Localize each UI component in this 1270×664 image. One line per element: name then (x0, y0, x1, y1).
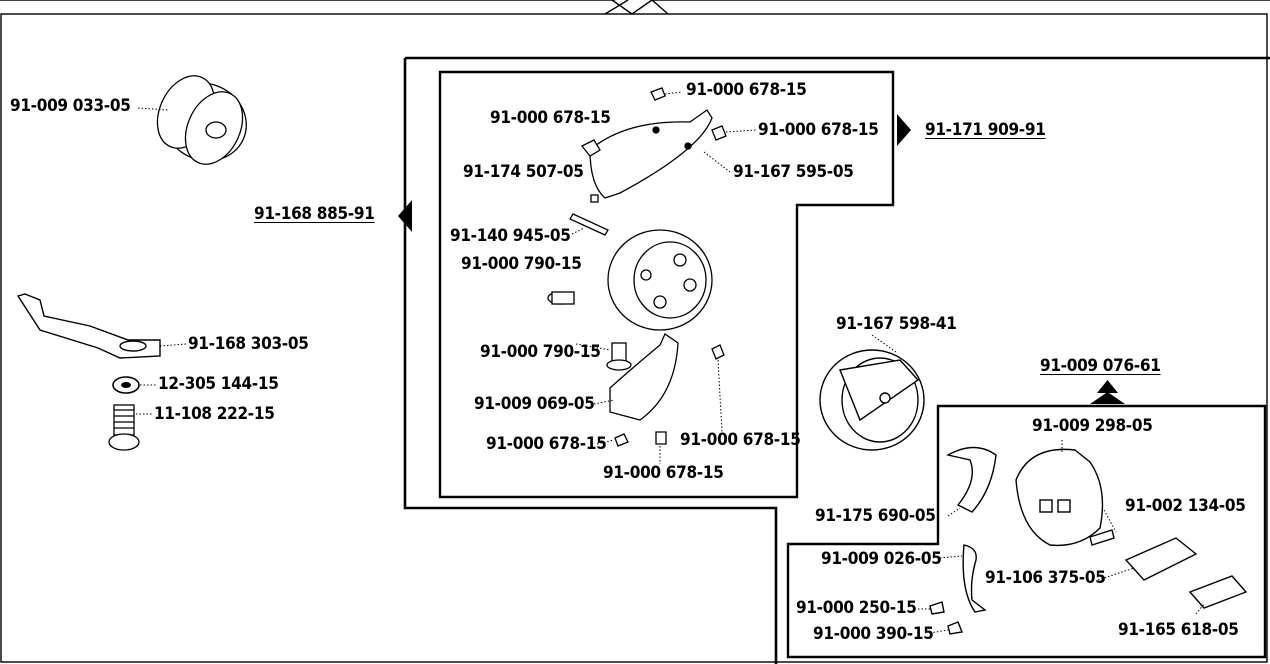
screw-part-4 (614, 433, 629, 447)
spring-label: 91-140 945-05 (450, 226, 571, 246)
screw-part-2 (711, 125, 727, 141)
plate-part (16, 293, 161, 359)
left-arrow-icon (398, 200, 412, 232)
bobbin-case-label: 91-009 298-05 (1032, 416, 1153, 436)
bobbin-case-part (1015, 448, 1104, 547)
left-screw-part (108, 404, 140, 451)
pin-part (590, 194, 599, 203)
screw-left-label: 11-108 222-15 (154, 404, 275, 424)
screw-790-b-label: 91-000 790-15 (480, 342, 601, 362)
screw-250-label: 91-000 250-15 (796, 598, 917, 618)
screw-top-label: 91-000 678-15 (686, 80, 807, 100)
ref-left-label[interactable]: 91-168 885-91 (254, 204, 375, 224)
leader-lines (136, 91, 1205, 634)
screw-390-label: 91-000 390-15 (813, 624, 934, 644)
ref-up-label[interactable]: 91-009 076-61 (1040, 356, 1161, 376)
bobbin-case-box (786, 404, 1267, 659)
upper-gib-part (589, 109, 713, 199)
spring-part (569, 213, 609, 236)
bobbin-label: 91-009 033-05 (10, 96, 131, 116)
latch-spring-label: 91-009 026-05 (821, 549, 942, 569)
screw-250-part (929, 601, 945, 615)
lever-part (1188, 575, 1248, 609)
screw-part-5 (655, 431, 667, 445)
pin2-label: 91-167 595-05 (733, 162, 854, 182)
screw-390-part (947, 621, 963, 635)
top-screw-part (650, 87, 666, 101)
screw-790-a-label: 91-000 790-15 (461, 254, 582, 274)
up-arrow-icon-base (1090, 392, 1125, 404)
right-arrow-icon (897, 114, 911, 146)
ring-label: 91-175 690-05 (815, 506, 936, 526)
screw-790-a-part (547, 291, 575, 305)
screw-part-1 (580, 139, 601, 157)
spring-coil-label: 91-002 134-05 (1125, 496, 1246, 516)
screw-upper-right-label: 91-000 678-15 (758, 120, 879, 140)
lever-label: 91-165 618-05 (1118, 620, 1239, 640)
plate-label: 91-168 303-05 (188, 334, 309, 354)
washer-label: 12-305 144-15 (158, 374, 279, 394)
screw-upper-left-label: 91-000 678-15 (490, 108, 611, 128)
hook-assembly-part (819, 349, 925, 451)
hook-assembly-label: 91-167 598-41 (836, 314, 957, 334)
frame-top-notch (611, 0, 1270, 15)
screw-bottom-c-label: 91-000 678-15 (603, 463, 724, 483)
bobbin-part (156, 75, 247, 165)
group-boundary (403, 56, 1270, 664)
top-notch (604, 0, 669, 15)
screw-part-3 (711, 344, 725, 360)
gib-part (609, 333, 679, 421)
gib-label: 91-009 069-05 (474, 394, 595, 414)
latch-spring-part (962, 544, 987, 613)
latch-label: 91-106 375-05 (985, 568, 1106, 588)
screw-bottom-b-label: 91-000 678-15 (680, 430, 801, 450)
screw-790-b-part (606, 342, 632, 371)
hook-box (438, 70, 895, 499)
screw-bottom-a-label: 91-000 678-15 (486, 434, 607, 454)
pin-label: 91-174 507-05 (463, 162, 584, 182)
outer-frame (0, 13, 1268, 663)
ref-right-label[interactable]: 91-171 909-91 (925, 120, 1046, 140)
up-arrow-icon (1097, 380, 1118, 393)
coil-spring-part (1089, 529, 1115, 546)
ring-part (946, 446, 997, 513)
latch-part (1124, 537, 1198, 581)
